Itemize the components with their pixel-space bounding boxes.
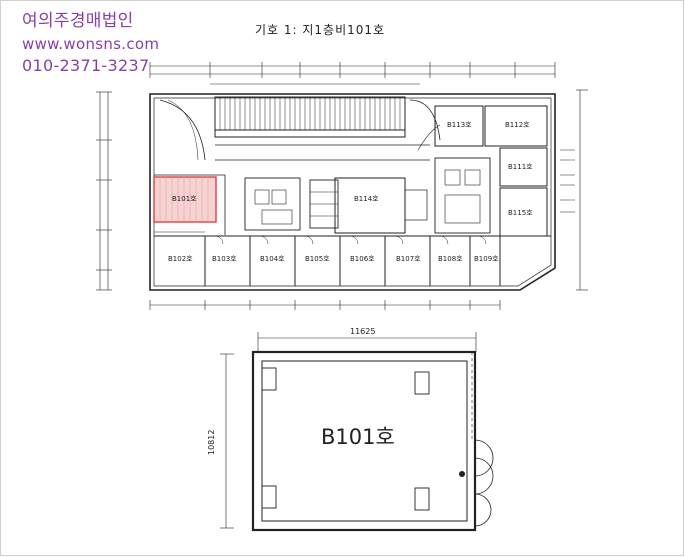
unit-detail-plan — [220, 332, 494, 532]
unit-label-b102: B102호 — [168, 255, 193, 263]
watermark-website: www.wonsns.com — [22, 35, 160, 53]
watermark-phone: 010-2371-3237 — [22, 56, 150, 75]
unit-depth-dimension: 10812 — [207, 430, 216, 455]
floor-plan — [96, 62, 588, 310]
highlighted-unit-b101 — [153, 176, 217, 223]
watermark-company: 여의주경매법인 — [22, 11, 134, 31]
unit-label-b111: B111호 — [508, 163, 533, 171]
unit-label-b113: B113호 — [447, 121, 472, 129]
unit-labels: B101호 B102호 B103호 B104호 B105호 B106호 B107… — [168, 121, 533, 263]
unit-label-b115: B115호 — [508, 209, 533, 217]
unit-label-b106: B106호 — [350, 255, 375, 263]
unit-label-b114: B114호 — [354, 195, 379, 203]
unit-label-b108: B108호 — [438, 255, 463, 263]
unit-label-b105: B105호 — [305, 255, 330, 263]
unit-label-b104: B104호 — [260, 255, 285, 263]
unit-label-b109: B109호 — [474, 255, 499, 263]
plan-caption: 기호 1: 지1층비101호 — [255, 23, 386, 37]
unit-width-dimension: 11625 — [350, 327, 375, 336]
unit-label-b103: B103호 — [212, 255, 237, 263]
unit-label-b101: B101호 — [172, 195, 197, 203]
unit-label-b107: B107호 — [396, 255, 421, 263]
unit-label-b112: B112호 — [505, 121, 530, 129]
unit-detail-title: B101호 — [321, 425, 395, 449]
